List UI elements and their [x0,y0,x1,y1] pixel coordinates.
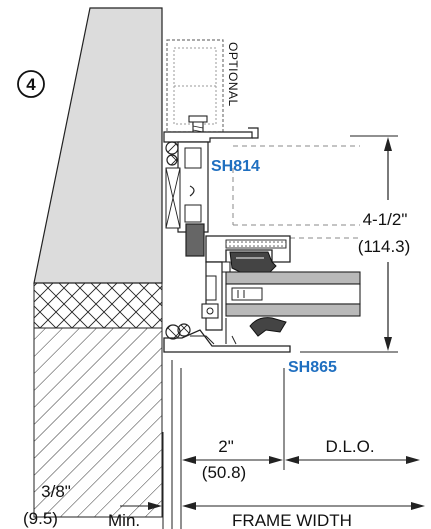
frame-width-arrow-left [182,502,196,510]
height-arrow-bottom [384,337,392,351]
sash-thermal-break [225,239,287,249]
sh814-frame-member [163,115,259,233]
sh865-frame-member [163,261,291,353]
frame-width-dimension: FRAME WIDTH [182,502,425,529]
dlo-arrow-left [285,456,299,464]
dlo-label: D.L.O. [325,437,374,456]
dlo-dimension: D.L.O. [285,437,420,464]
shim-value-mm: (9.5) [23,509,58,528]
height-value-in: 4-1/2" [363,210,408,229]
sightline-value-in: 2" [218,437,234,456]
sh814-body [177,141,209,233]
hidden-lines [232,145,360,239]
wall-section [33,7,163,518]
detail-number-badge: 4 [17,70,45,98]
sh865-label: SH865 [288,359,337,376]
shim-dimension: 3/8" (9.5) Min. [23,482,162,529]
screw-head [188,115,208,123]
frame-width-arrow-right [411,502,425,510]
insulated-glass [225,271,361,317]
shim-value-in: 3/8" [41,482,71,501]
glass-pane-bottom [225,303,361,317]
shim-min-label: Min. [108,511,140,529]
sh814-label: SH814 [211,158,260,175]
anchor-clip [185,223,205,257]
sightline-value-mm: (50.8) [202,463,246,482]
sightline-dimension: 2" (50.8) [182,437,283,482]
optional-label: OPTIONAL [226,42,240,107]
frame-width-label: FRAME WIDTH [232,511,352,529]
detail-number: 4 [26,75,36,94]
sealant-bead-top [165,141,179,166]
dlo-arrow-right [406,456,420,464]
extension-lines [162,360,285,529]
height-value-mm: (114.3) [358,237,411,256]
sealant-bead-bottom [165,323,191,340]
sightline-arrow-left [182,456,196,464]
optional-receptor: OPTIONAL [166,39,240,133]
glass-pane-top [225,271,361,285]
glazing-gasket-bottom [249,317,287,337]
height-dimension: 4-1/2" (114.3) [300,135,411,353]
sightline-arrow-right [269,456,283,464]
detail-number-circle [17,70,45,98]
shim-arrow [148,502,162,510]
sash-member [205,235,291,273]
spacer-bar [231,287,263,301]
height-arrow-top [384,137,392,151]
wall-lath-layer [33,282,163,329]
wall-rough-opening [33,7,163,284]
glazing-gasket-top [229,251,277,273]
